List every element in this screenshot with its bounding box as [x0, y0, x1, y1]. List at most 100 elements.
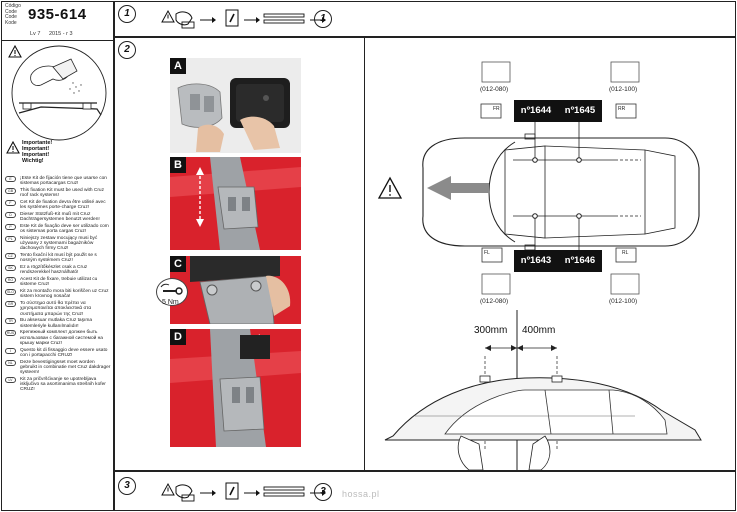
- photo-b: B: [170, 157, 301, 250]
- language-code-badge: GR: [5, 301, 16, 308]
- language-warning-row: SK Ez a rögzítőkészlet csak a Cruz rendsz…: [5, 265, 111, 275]
- language-code-badge: GB: [5, 188, 16, 194]
- part-code: (012-100): [609, 86, 638, 93]
- step-result: 3: [314, 483, 332, 501]
- language-code-badge: RUS: [5, 330, 16, 337]
- step-result: 1: [314, 10, 332, 28]
- step-2-panel: [114, 37, 736, 471]
- watermark: hossa.pl: [342, 489, 380, 499]
- language-warning-row: D Dieser Stützfuß-Kit muß mit Cruz Dachtr…: [5, 212, 111, 222]
- step-3-row: [114, 471, 736, 511]
- language-warning-row: PL Niniejszy zestaw mocujący musi być uży…: [5, 236, 111, 252]
- product-code: 935-614: [28, 6, 87, 23]
- language-warning-text: Крепежный комплект должен быть использов…: [20, 330, 103, 346]
- left-column: [1, 1, 114, 511]
- language-warning-row: E ¡Este Kit de fijación tiene que usarse …: [5, 176, 111, 186]
- language-code-badge: RO: [5, 277, 16, 284]
- code-labels: Código Code Code Kode: [5, 3, 21, 26]
- panel-divider: [364, 37, 365, 471]
- important-titles: Importante! Important! Important! Wichti…: [22, 140, 52, 164]
- position-tag-fr: FR: [493, 106, 500, 112]
- part-code: (012-080): [480, 86, 509, 93]
- language-code-badge: E: [5, 176, 16, 182]
- language-warning-row: GR Το σύστημα αυτό θα πρέπει να χρησιμοπο…: [5, 301, 111, 317]
- photo-c-image: [170, 256, 301, 324]
- language-warning-text: Acest Kit de fixare, trebuie utilizat cu…: [20, 277, 98, 288]
- step-number: 1: [118, 5, 136, 23]
- photo-tag: D: [170, 329, 186, 345]
- language-code-badge: NL: [5, 359, 16, 366]
- photo-tag: A: [170, 58, 186, 74]
- step-number: 3: [118, 477, 136, 495]
- code-header: Código Code Code Kode 935-614 Lv 7 2015 …: [1, 1, 114, 41]
- language-warning-row: RO Acest Kit de fixare, trebuie utilizat …: [5, 277, 111, 287]
- language-warning-text: ¡Este Kit de fijación tiene que usarse c…: [20, 176, 107, 187]
- clean-roof-illustration: [1, 41, 114, 141]
- language-warning-text: Το σύστημα αυτό θα πρέπει να χρησιμοποιε…: [20, 301, 92, 317]
- language-code-badge: SK: [5, 265, 16, 272]
- important-title: Important!: [22, 146, 50, 152]
- dimension-rear: 400mm: [522, 325, 556, 336]
- position-tag-rl: RL: [622, 250, 629, 256]
- language-warning-row: SLO Kit za montažo mora biti koriščen uz …: [5, 289, 111, 299]
- language-warning-row: TR Bu aksesuar mutlaka Cruz taşıma sistem…: [5, 318, 111, 329]
- language-warning-row: LV Kit za pričvršćivanje se upotrebljava …: [5, 376, 111, 393]
- language-code-badge: SLO: [5, 289, 16, 296]
- language-warning-row: F Cet Kit de fixation devra être utilisé …: [5, 200, 111, 210]
- language-warning-row: NL Deze bevestigingsset moet worden gebru…: [5, 359, 111, 376]
- photo-d-image: [170, 329, 301, 447]
- language-warning-text: Bu aksesuar mutlaka Cruz taşıma sistemle…: [20, 318, 92, 329]
- language-warning-text: Tento fixační kit musí být použit se s n…: [20, 253, 97, 264]
- code-label: Kode: [5, 19, 17, 26]
- part-label-front-left: nº1644: [514, 100, 558, 122]
- language-code-badge: LV: [5, 376, 16, 383]
- dimension-front: 300mm: [474, 325, 508, 336]
- language-warnings: E ¡Este Kit de fijación tiene que usarse …: [5, 176, 111, 394]
- language-warning-text: Deze bevestigingsset moet worden gebruik…: [20, 359, 111, 376]
- language-code-badge: CZ: [5, 253, 16, 260]
- important-title: Importante!: [22, 140, 53, 146]
- language-warning-text: Ez a rögzítőkészlet csak a Cruz rendszer…: [20, 265, 88, 276]
- language-code-badge: I: [5, 347, 16, 354]
- language-warning-text: Dieser Stützfuß-Kit muß mit Cruz Dachträ…: [20, 212, 100, 223]
- language-warning-text: Questo kit di fissaggio deve essere usat…: [20, 347, 108, 358]
- photo-c: C: [170, 256, 301, 324]
- important-title: Wichtig!: [22, 158, 44, 164]
- language-warning-row: I Questo kit di fissaggio deve essere usa…: [5, 347, 111, 358]
- code-label: Código: [5, 3, 21, 9]
- part-label-front-right: nº1645: [558, 100, 602, 122]
- language-warning-text: Este Kit de fixação deve ser utilizado c…: [20, 224, 109, 235]
- part-label-rear-left: nº1643: [514, 250, 558, 272]
- step-number: 2: [118, 41, 136, 59]
- torque-value: 5 Nm: [162, 299, 179, 306]
- torque-callout: [156, 278, 188, 306]
- photo-d: D: [170, 329, 301, 447]
- code-label: Code: [5, 8, 17, 15]
- photo-a: A: [170, 58, 301, 153]
- part-code: (012-100): [609, 298, 638, 305]
- photo-tag: B: [170, 157, 186, 173]
- language-warning-text: Cet Kit de fixation devra être utilisé a…: [20, 200, 106, 211]
- language-code-badge: TR: [5, 318, 16, 325]
- photo-a-image: [170, 58, 301, 153]
- language-warning-text: Kit za montažo mora biti koriščen uz Cru…: [20, 289, 109, 300]
- language-code-badge: F: [5, 200, 16, 206]
- part-label-rear-right: nº1646: [558, 250, 602, 272]
- date-label: 2015 - r 3: [49, 31, 73, 37]
- language-warning-text: Kit za pričvršćivanje se upotrebljava is…: [20, 376, 106, 393]
- position-tag-fl: FL: [484, 250, 490, 256]
- version-label: Lv 7: [30, 31, 41, 37]
- photo-tag: C: [170, 256, 186, 272]
- photo-b-image: [170, 157, 301, 250]
- language-code-badge: PL: [5, 236, 16, 242]
- warning-icon: [6, 141, 20, 154]
- language-warning-text: Niniejszy zestaw mocujący musi być używa…: [20, 236, 98, 252]
- step-1-row: [114, 1, 736, 37]
- wrench-icon: [160, 283, 183, 295]
- language-code-badge: D: [5, 212, 16, 218]
- position-tag-rr: RR: [618, 106, 626, 112]
- car-placement-diagram: [377, 61, 702, 470]
- part-code: (012-080): [480, 298, 509, 305]
